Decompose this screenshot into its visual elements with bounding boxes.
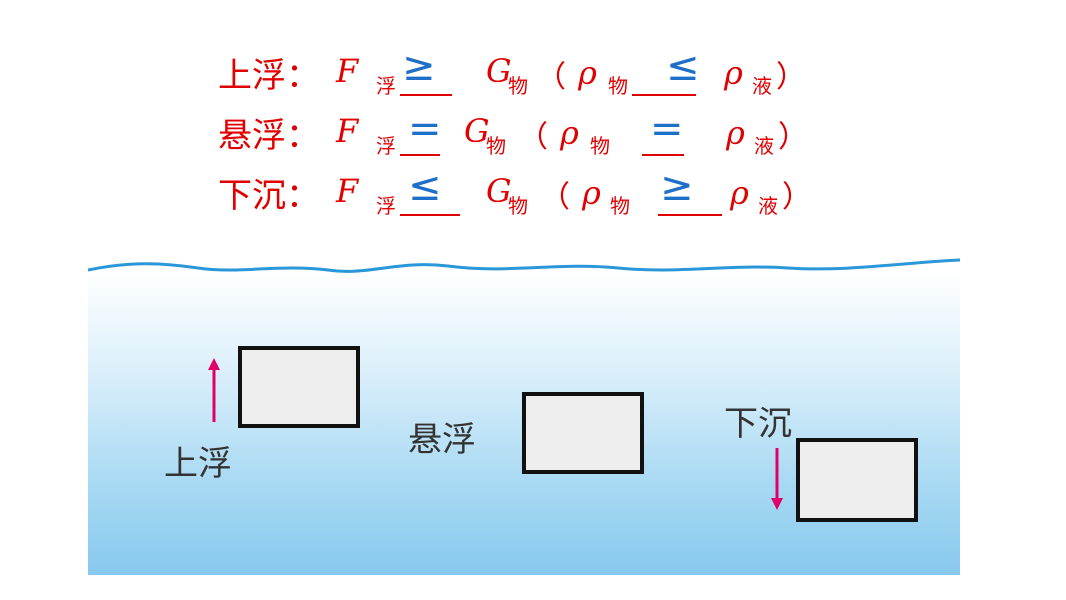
open-paren: （ (540, 180, 570, 215)
force-subscript: 浮 (376, 194, 396, 218)
up-arrow-icon (208, 358, 220, 422)
state-label: 上浮： (218, 56, 320, 96)
force-subscript: 浮 (376, 74, 396, 98)
water-surface-wave (88, 258, 960, 273)
density-symbol: ρ (578, 54, 597, 92)
label-sink: 下沉 (724, 404, 792, 444)
density-subscript: 液 (754, 134, 774, 158)
label-float-up: 上浮 (164, 444, 232, 484)
open-paren: （ (518, 120, 548, 155)
down-arrow-icon (771, 448, 783, 510)
gravity-subscript: 物 (486, 134, 506, 158)
object-sinking (796, 438, 918, 522)
density-symbol: ρ (730, 174, 749, 212)
force-symbol: F (336, 172, 359, 210)
density-subscript: 物 (610, 194, 630, 218)
answer-blank (400, 154, 440, 156)
gravity-subscript: 物 (508, 74, 528, 98)
density-subscript: 物 (608, 74, 628, 98)
force-subscript: 浮 (376, 134, 396, 158)
object-floating-up (238, 346, 360, 428)
answer-relation: ≥ (402, 44, 436, 90)
density-subscript: 液 (752, 74, 772, 98)
buoyancy-diagram: 上浮 悬浮 下沉 (88, 252, 960, 575)
density-symbol: ρ (724, 54, 743, 92)
close-paren: ） (776, 60, 806, 95)
object-suspended (522, 392, 644, 474)
answer-blank (642, 154, 684, 156)
answer-relation: = (650, 106, 684, 152)
answer-blank (400, 94, 452, 96)
density-symbol: ρ (582, 174, 601, 212)
density-subscript: 物 (590, 134, 610, 158)
state-label: 下沉： (218, 176, 320, 216)
close-paren: ） (778, 120, 808, 155)
density-symbol: ρ (560, 114, 579, 152)
density-subscript: 液 (758, 194, 778, 218)
answer-relation: ≤ (666, 44, 700, 90)
gravity-symbol: G (486, 172, 512, 210)
density-symbol: ρ (726, 114, 745, 152)
state-label: 悬浮： (218, 116, 320, 156)
gravity-symbol: G (486, 52, 512, 90)
gravity-subscript: 物 (508, 194, 528, 218)
close-paren: ） (782, 180, 812, 215)
answer-relation: = (408, 106, 442, 152)
answer-blank (658, 214, 722, 216)
open-paren: （ (536, 60, 566, 95)
formula-block: 上浮： F 浮 ≥ G 物 （ ρ 物 ≤ ρ 液 ） 悬浮： F 浮 = G … (0, 0, 1066, 240)
answer-relation: ≥ (660, 164, 694, 210)
force-symbol: F (336, 52, 359, 90)
answer-blank (400, 214, 460, 216)
answer-relation: ≤ (408, 164, 442, 210)
force-symbol: F (336, 112, 359, 150)
answer-blank (632, 94, 696, 96)
label-suspend: 悬浮 (408, 420, 476, 460)
gravity-symbol: G (464, 112, 490, 150)
